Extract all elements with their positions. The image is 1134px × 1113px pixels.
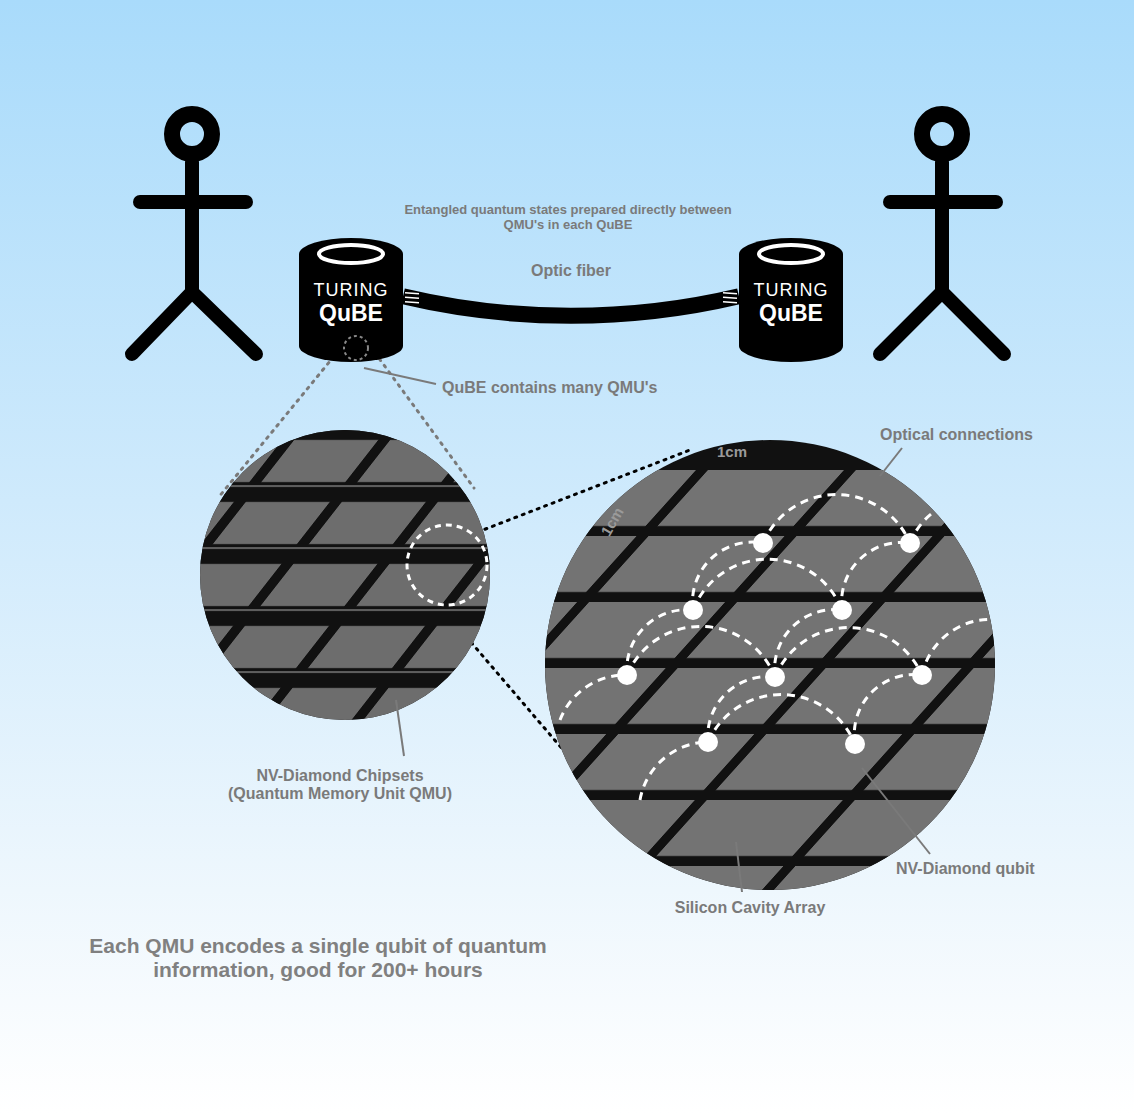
callout-label: QuBE contains many QMU's (442, 379, 657, 397)
product-name: QuBE (739, 300, 843, 327)
optic-fiber (403, 293, 739, 316)
fiber-strand (405, 297, 419, 298)
product-name: QuBE (299, 300, 403, 327)
note-text: Entangled quantum states prepared direct… (403, 203, 733, 233)
caption: Each QMU encodes a single qubit of quant… (58, 934, 578, 982)
part-label: Optical connections (880, 426, 1033, 444)
cylinder-top (299, 238, 403, 270)
fiber-strand (723, 302, 737, 303)
zoom-marker (344, 336, 368, 360)
cylinder-node: TURINGQuBE (739, 238, 843, 362)
chipset-view (190, 420, 510, 730)
stick-figure (880, 114, 1004, 354)
cylinder-ring (319, 245, 383, 263)
fiber-line (403, 296, 739, 316)
cylinder-body (739, 254, 843, 362)
part-label: Silicon Cavity Array (675, 899, 826, 917)
part-label: NV-Diamond Chipsets (Quantum Memory Unit… (225, 767, 455, 804)
cylinder-node: TURINGQuBE (299, 238, 403, 362)
brand-name: TURING (739, 280, 843, 301)
dimension-label: 1cm (717, 443, 747, 460)
fiber-strand (723, 297, 737, 298)
edge-label: Optic fiber (531, 262, 611, 280)
leader-line (364, 368, 930, 892)
fiber-strand (405, 293, 419, 294)
cylinder-top (739, 238, 843, 270)
qubit-array-view (540, 440, 1010, 900)
cylinder-ring (759, 245, 823, 263)
fiber-strand (723, 293, 737, 294)
stick-figure (132, 114, 256, 354)
brand-name: TURING (299, 280, 403, 301)
part-label: NV-Diamond qubit (896, 860, 1035, 878)
cylinder-body (299, 254, 403, 362)
fiber-strand (405, 302, 419, 303)
